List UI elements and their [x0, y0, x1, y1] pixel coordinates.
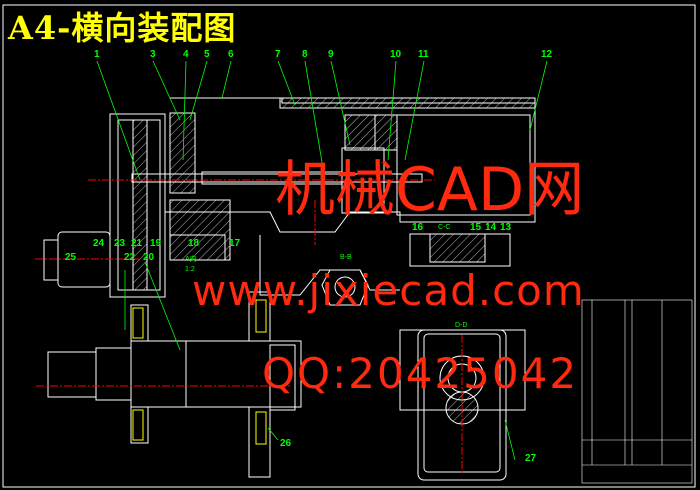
drawing-border	[2, 4, 696, 488]
part-label: 1	[94, 49, 100, 60]
part-label: 17	[229, 238, 241, 249]
part-label: 20	[143, 252, 155, 263]
part-label: 7	[275, 49, 281, 60]
view-a-label: A向	[185, 256, 197, 263]
part-label: 3	[150, 49, 156, 60]
part-label: 12	[541, 49, 553, 60]
part-label: 5	[204, 49, 210, 60]
watermark-url: www.jixiecad.com	[192, 266, 585, 315]
part-label: 25	[65, 252, 77, 263]
part-label: 26	[280, 438, 292, 449]
watermark-site-name: 机械CAD网	[275, 155, 585, 225]
plan-view	[47, 291, 302, 478]
part-label: 24	[93, 238, 105, 249]
drawing-title: A4-横向装配图	[8, 9, 237, 47]
part-label: 21	[131, 238, 143, 249]
part-label: 22	[124, 252, 136, 263]
part-label: 13	[500, 222, 512, 233]
watermark-qq: QQ:20425042	[262, 349, 579, 398]
part-label: 10	[390, 49, 402, 60]
leader-lines	[96, 60, 548, 461]
part-label: 6	[228, 49, 234, 60]
part-label: 8	[302, 49, 308, 60]
section-b-label: B-B	[340, 254, 352, 261]
part-label: 9	[328, 49, 334, 60]
scale-label: 1:2	[185, 266, 195, 273]
part-label: 19	[150, 238, 162, 249]
part-label: 23	[114, 238, 126, 249]
title-block	[581, 299, 693, 484]
part-label: 18	[188, 238, 200, 249]
centerlines	[35, 179, 463, 475]
part-label: 16	[412, 222, 424, 233]
part-label: 15	[470, 222, 482, 233]
part-label: 14	[485, 222, 497, 233]
section-d-label: D-D	[455, 322, 468, 329]
main-section-view	[43, 97, 536, 298]
part-label: 27	[525, 453, 537, 464]
part-label: 4	[183, 49, 189, 60]
section-c-label: C-C	[438, 224, 451, 231]
part-label: 11	[418, 49, 429, 60]
